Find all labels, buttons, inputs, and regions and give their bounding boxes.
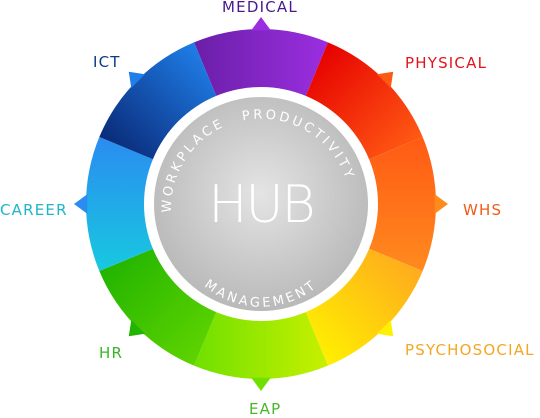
hub-center-label: HUB (208, 175, 313, 235)
segment-label-career: CAREER (0, 201, 68, 219)
arrow-hr (128, 319, 146, 337)
arrow-ict (128, 71, 146, 89)
segment-hr (99, 242, 223, 366)
wheel-segments (86, 29, 436, 379)
segment-label-medical: MEDICAL (222, 0, 298, 16)
arrow-physical (376, 71, 394, 89)
segment-label-physical: PHYSICAL (405, 54, 488, 72)
arrow-career (74, 194, 88, 214)
segment-physical (299, 42, 423, 166)
hub-circle (154, 97, 368, 311)
segment-psychosocial (299, 242, 423, 366)
segment-label-hr: HR (99, 344, 124, 362)
arrow-medical (251, 17, 271, 31)
arrow-whs (434, 194, 448, 214)
segment-label-eap: EAP (249, 400, 282, 418)
arrow-eap (251, 377, 271, 391)
segment-ict (99, 42, 223, 166)
wheel-arrows (74, 17, 448, 391)
arrow-psychosocial (376, 319, 394, 337)
segment-career (86, 137, 169, 271)
segment-medical (194, 29, 328, 112)
segment-eap (194, 296, 328, 379)
segment-label-psychosocial: PSYCHOSOCIAL (405, 341, 535, 359)
segment-label-ict: ICT (93, 53, 121, 71)
segment-label-whs: WHS (463, 201, 503, 219)
segment-whs (353, 137, 436, 271)
